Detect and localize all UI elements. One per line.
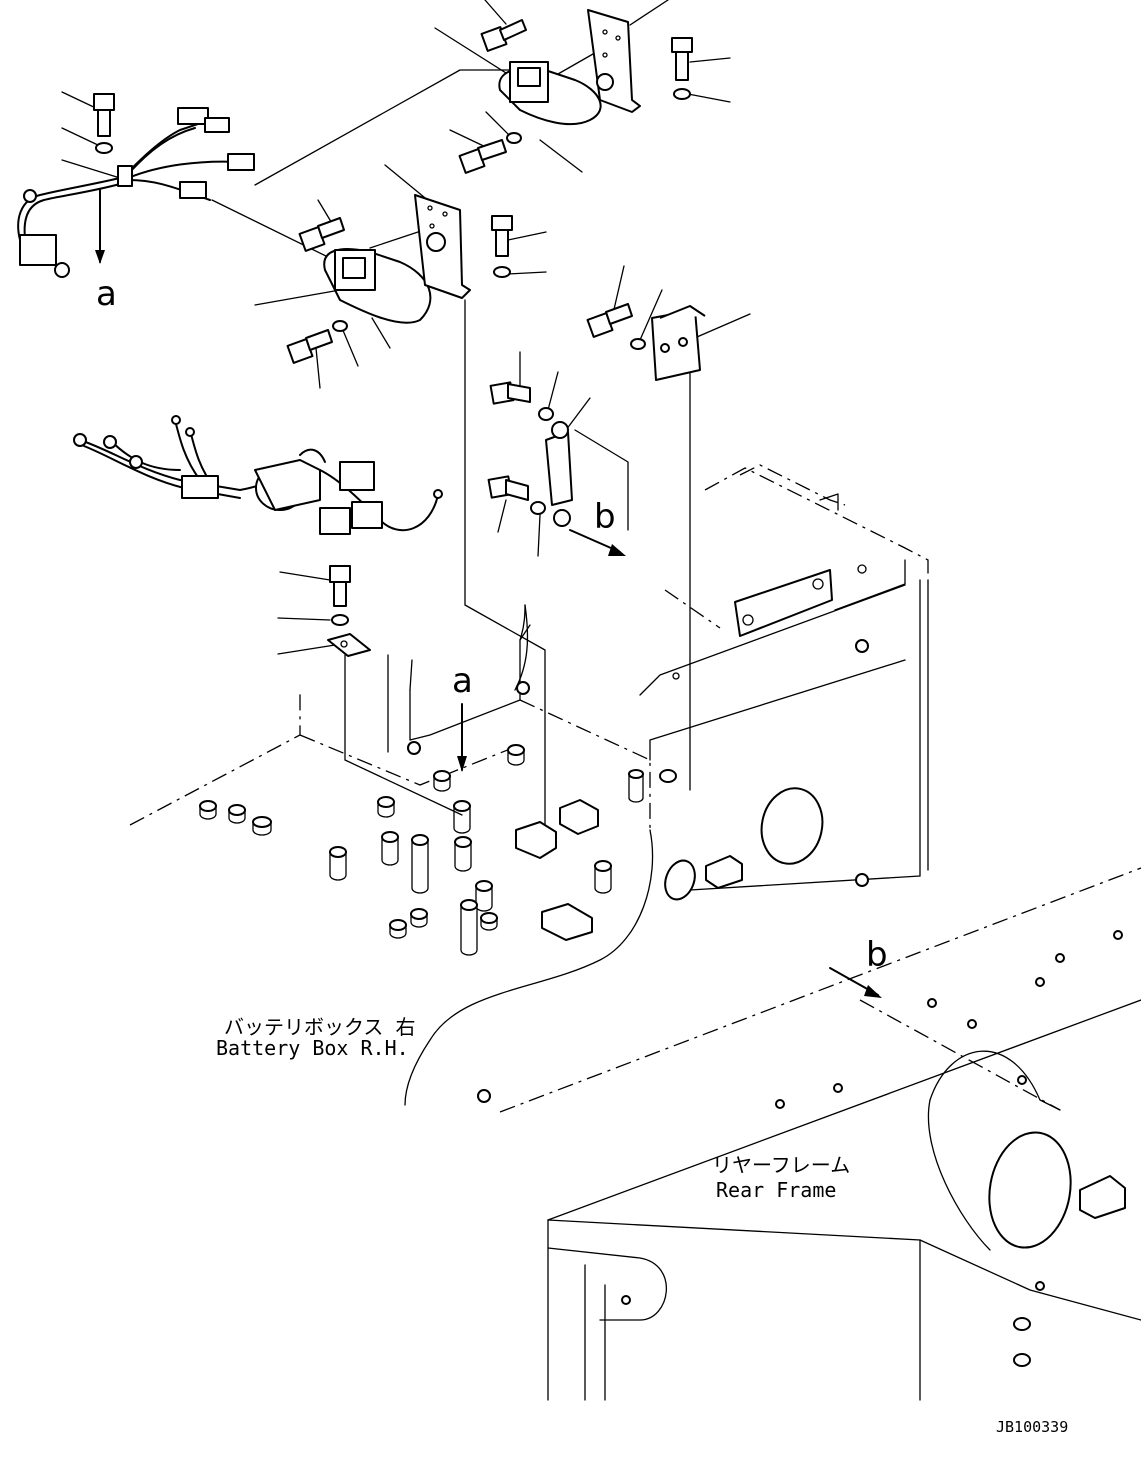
wire-harness-lower xyxy=(73,415,443,535)
bolt-upper-right xyxy=(671,37,693,100)
view-label-b-mid: b xyxy=(594,497,616,537)
view-label-a-mid: a xyxy=(452,661,473,701)
rear-frame-label-jp: リヤーフレーム xyxy=(712,1153,850,1177)
drawing-code: JB100339 xyxy=(996,1418,1068,1436)
assembly-lines xyxy=(211,49,691,831)
ground-strap xyxy=(487,381,573,527)
view-arrow-a-mid xyxy=(457,703,467,772)
rear-frame-label-en: Rear Frame xyxy=(716,1178,836,1202)
bolt-middle-lower xyxy=(286,320,348,364)
bolt-middle-right xyxy=(491,215,513,278)
relay-middle xyxy=(323,194,471,324)
relay-upper xyxy=(498,9,641,126)
blocks xyxy=(515,569,833,941)
bracket-right xyxy=(651,305,706,381)
view-arrow-a-top xyxy=(95,189,105,264)
leader-lines xyxy=(61,0,751,655)
bolt-harness-lower xyxy=(327,565,371,657)
bolt-upper-mid xyxy=(458,132,522,174)
bolt-upper-left xyxy=(480,19,527,52)
bolt-harness-top xyxy=(93,93,115,154)
rear-frame-lower xyxy=(477,867,1141,1401)
view-label-b-lower: b xyxy=(866,935,888,975)
battery-box-label-jp: バッテリボックス 右 xyxy=(224,1015,415,1039)
spacers xyxy=(199,744,677,956)
battery-box xyxy=(129,569,833,1106)
wire-harness-upper xyxy=(17,107,255,278)
rear-frame xyxy=(639,464,929,901)
view-arrow-b-lower xyxy=(829,967,882,998)
view-arrow-b-mid xyxy=(569,529,626,556)
battery-box-label-en: Battery Box R.H. xyxy=(216,1036,409,1060)
bolt-bracket xyxy=(586,303,646,350)
bolt-middle-left xyxy=(298,217,345,252)
view-label-a-top: a xyxy=(96,274,117,314)
